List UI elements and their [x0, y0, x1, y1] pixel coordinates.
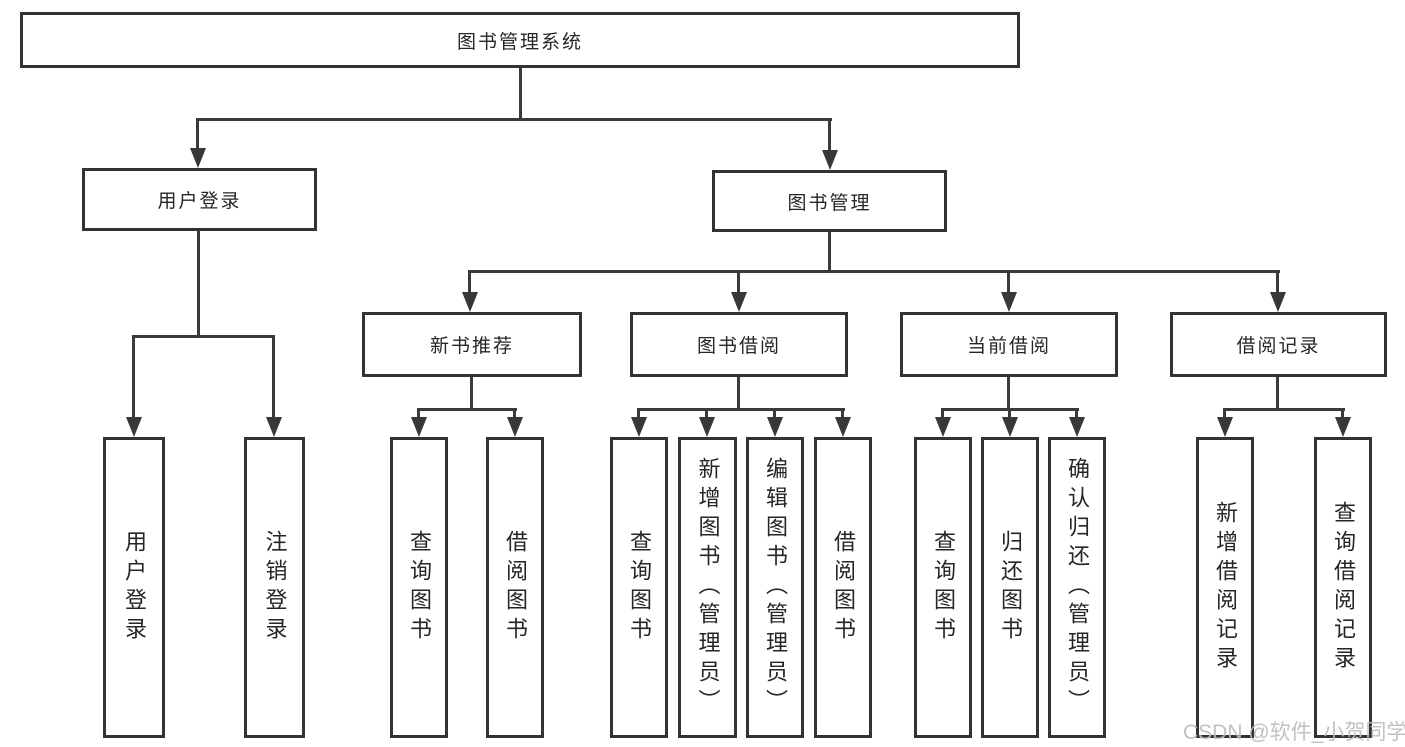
connector-vline — [705, 408, 708, 420]
leaf-label: 查询图书 — [931, 529, 956, 646]
connector-vline — [737, 270, 740, 294]
arrow-down-icon — [1270, 292, 1286, 312]
leaf-label: 借阅图书 — [503, 529, 528, 646]
connector-vline — [737, 377, 740, 411]
connector-hline — [1223, 408, 1345, 411]
node-library-management-system: 图书管理系统 — [20, 12, 1020, 68]
arrow-down-icon — [411, 417, 427, 437]
connector-vline — [513, 408, 516, 420]
node-label: 用户登录 — [157, 191, 242, 212]
leaf-return-book: 归还图书 — [981, 437, 1039, 738]
connector-vline — [828, 232, 831, 273]
arrow-down-icon — [126, 417, 142, 437]
node-label: 图书管理系统 — [456, 31, 583, 53]
connector-vline — [1007, 377, 1010, 411]
arrow-down-icon — [1002, 417, 1018, 437]
connector-vline — [1223, 408, 1226, 420]
arrow-down-icon — [462, 292, 478, 312]
node-new-book-recommend: 新书推荐 — [362, 312, 582, 377]
connector-hline — [637, 408, 845, 411]
leaf-add-book-admin: 新增图书（管理员） — [678, 437, 737, 738]
leaf-label: 归还图书 — [998, 529, 1023, 646]
arrow-down-icon — [631, 417, 647, 437]
node-book-management: 图书管理 — [712, 170, 947, 232]
node-current-borrowing: 当前借阅 — [900, 312, 1118, 377]
connector-vline — [132, 335, 135, 419]
leaf-label: 查询图书 — [627, 529, 652, 646]
arrow-down-icon — [1335, 417, 1351, 437]
leaf-borrow-books-recommend: 借阅图书 — [486, 437, 544, 738]
connector-vline — [941, 408, 944, 420]
arrow-down-icon — [266, 417, 282, 437]
leaf-edit-book-admin: 编辑图书（管理员） — [746, 437, 804, 738]
connector-hline — [132, 335, 275, 338]
connector-vline — [272, 335, 275, 419]
leaf-query-books-borrow: 查询图书 — [610, 437, 668, 738]
node-label: 新书推荐 — [429, 336, 514, 357]
connector-vline — [1008, 408, 1011, 420]
arrow-down-icon — [1069, 417, 1085, 437]
arrow-down-icon — [822, 150, 838, 170]
arrow-down-icon — [835, 417, 851, 437]
node-book-borrowing: 图书借阅 — [630, 312, 848, 377]
connector-vline — [1007, 270, 1010, 294]
connector-hline — [468, 270, 1280, 273]
arrow-down-icon — [507, 417, 523, 437]
connector-vline — [637, 408, 640, 420]
leaf-label: 新增借阅记录 — [1213, 500, 1238, 675]
node-user-login: 用户登录 — [82, 168, 317, 231]
connector-vline — [1276, 377, 1279, 411]
leaf-label: 用户登录 — [122, 529, 147, 646]
leaf-label: 查询借阅记录 — [1331, 500, 1356, 675]
leaf-logout-login: 注销登录 — [244, 437, 305, 738]
leaf-label: 新增图书（管理员） — [695, 457, 721, 718]
leaf-label: 注销登录 — [262, 529, 288, 646]
connector-vline — [197, 231, 200, 338]
connector-vline — [468, 270, 471, 294]
node-label: 图书借阅 — [696, 336, 781, 357]
connector-vline — [1341, 408, 1344, 420]
arrow-down-icon — [767, 417, 783, 437]
leaf-label: 编辑图书（管理员） — [763, 457, 788, 718]
arrow-down-icon — [731, 292, 747, 312]
leaf-label: 查询图书 — [407, 529, 432, 646]
node-label: 借阅记录 — [1236, 336, 1321, 357]
leaf-label: 借阅图书 — [831, 529, 856, 646]
connector-vline — [519, 68, 522, 120]
node-label: 当前借阅 — [966, 336, 1051, 357]
node-borrowing-records: 借阅记录 — [1170, 312, 1387, 377]
leaf-confirm-return-admin: 确认归还（管理员） — [1048, 437, 1106, 738]
leaf-query-books-current: 查询图书 — [914, 437, 972, 738]
arrow-down-icon — [190, 148, 206, 168]
connector-vline — [773, 408, 776, 420]
leaf-user-login: 用户登录 — [103, 437, 165, 738]
connector-vline — [828, 118, 831, 154]
arrow-down-icon — [935, 417, 951, 437]
connector-vline — [417, 408, 420, 420]
node-label: 图书管理 — [787, 192, 872, 214]
arrow-down-icon — [1217, 417, 1233, 437]
connector-vline — [196, 118, 199, 152]
connector-vline — [841, 408, 844, 420]
connector-vline — [470, 377, 473, 411]
leaf-borrow-books: 借阅图书 — [814, 437, 872, 738]
arrow-down-icon — [1001, 292, 1017, 312]
connector-hline — [196, 118, 832, 121]
csdn-watermark: CSDN @软件_小贺同学 — [1183, 721, 1405, 744]
leaf-label: 确认归还（管理员） — [1065, 457, 1090, 718]
connector-vline — [1075, 408, 1078, 420]
connector-vline — [1276, 270, 1279, 294]
leaf-query-borrow-record: 查询借阅记录 — [1314, 437, 1372, 738]
connector-hline — [417, 408, 517, 411]
arrow-down-icon — [699, 417, 715, 437]
leaf-query-books-recommend: 查询图书 — [390, 437, 448, 738]
leaf-add-borrow-record: 新增借阅记录 — [1196, 437, 1254, 738]
